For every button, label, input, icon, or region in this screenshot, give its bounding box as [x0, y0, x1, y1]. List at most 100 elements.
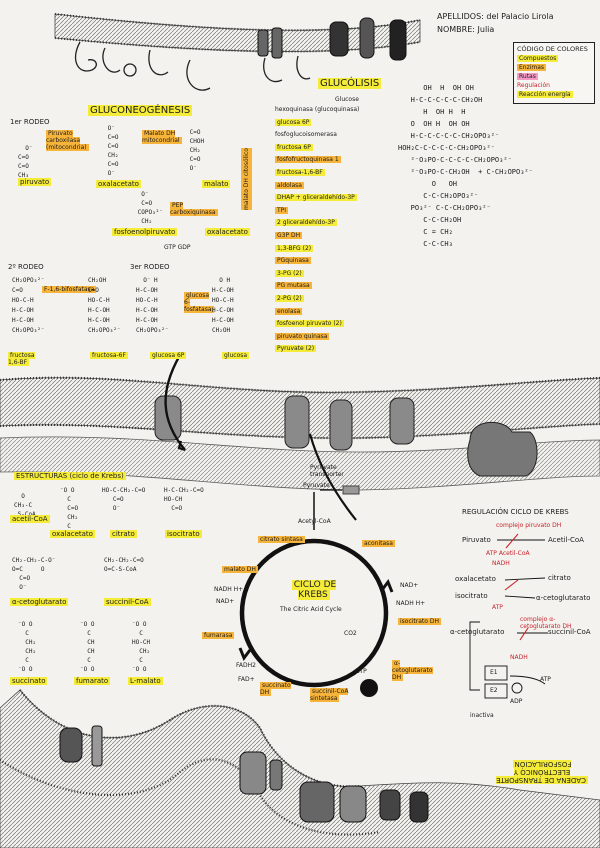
enzyme-succinato-dh: succinato DH	[260, 682, 291, 696]
legend-item-compuestos: Compuestos	[517, 55, 558, 62]
succinato-structure: ⁻O O C CH₂ CH₂ C ⁻O O	[18, 620, 36, 674]
glucolisis-step: 2-PG (2)	[275, 293, 415, 306]
glucosa-label: glucosa	[222, 352, 249, 359]
malato-dh-cito-label: malato DH citosólico	[241, 148, 252, 210]
g6p-label: glucosa 6P	[150, 352, 186, 359]
glucolisis-step: fructosa-1,6-BF	[275, 167, 415, 180]
enzyme-acetoglutarato-dh: α-cetoglutarato DH	[392, 660, 433, 681]
cofactor-fad: FAD+	[238, 676, 255, 683]
glucolisis-step: 3-PG (2)	[275, 268, 415, 281]
isocitrato-structure: H-C-CH₂-C=O HO-CH C=O	[164, 486, 204, 513]
acetyl-coa-label: Acetyl-CoA	[298, 518, 331, 525]
glucolisis-step: PG mutasa	[275, 280, 415, 293]
glucosa-structure: O H H-C-OH HO-C-H H-C-OH H-C-OH CH₂OH	[212, 276, 234, 336]
krebs-title: CICLO DE KREBS	[292, 580, 336, 600]
enzyme-succinil-coa-sintetasa: succinil-CoA sintetasa	[310, 688, 348, 702]
glucolisis-step: fructosa 6P	[275, 142, 415, 155]
enzyme-isocitrato-dh: isocitrato DH	[398, 618, 441, 625]
regulacion-isocitrato: isocitrato	[455, 592, 488, 600]
cofactor-fadh2: FADH2	[236, 662, 256, 669]
legend-title: CÓDIGO DE COLORES	[517, 45, 591, 54]
citrato-structure: HO-C-CH₂-C=O C=O O⁻	[102, 486, 145, 513]
cofactor-nadh-2: NADH H+	[214, 586, 243, 593]
acetoglutarato-structure: CH₂-CH₂-C-O⁻ O=C O C=O O⁻	[12, 556, 55, 592]
enzyme-aconitasa: aconitasa	[362, 540, 395, 547]
glucolisis-step: DHAP + gliceraldehído-3P	[275, 192, 415, 205]
g6p-structure: O⁻ H H-C-OH HO-C-H H-C-OH H-C-OH CH₂OPO₃…	[136, 276, 169, 336]
legend-item-rutas: Rutas	[517, 73, 538, 80]
malato-label: malato	[202, 180, 230, 188]
cofactor-nadh-1: NADH H+	[396, 600, 425, 607]
glucose-label: Glucose	[335, 96, 359, 103]
glucolisis-step: hexoquinasa (glucoquinasa)	[275, 104, 415, 117]
estructuras-item-5: succinil-CoA	[104, 598, 151, 606]
regulacion-complejo: complejo piruvato DH	[496, 522, 561, 529]
regulacion-nadh: NADH	[492, 560, 510, 567]
rodeo-3-label: 3er RODEO	[130, 263, 170, 271]
malato-dh-mito-label: Malato DH mitocondrial	[142, 130, 182, 144]
header-apellidos: APELLIDOS: del Palacio Lirola	[437, 12, 554, 21]
malato-structure: C=O CHOH CH₂ C=O O⁻	[186, 128, 204, 173]
estructuras-title: ESTRUCTURAS (ciclo de Krebs)	[14, 472, 126, 480]
regulacion-oxalacetato: oxalacetato	[455, 575, 496, 583]
piruvato-carboxilasa-label: Piruvato carboxilasa (mitocondria)	[46, 130, 89, 151]
glucolisis-step: enolasa	[275, 306, 415, 319]
oxalacetato-label: oxalacetato	[96, 180, 141, 188]
regulacion-e2: E2	[490, 687, 498, 694]
piruvato-structure: O⁻ C=O C=O CH₃	[18, 144, 32, 180]
estructuras-item-2: citrato	[110, 530, 137, 538]
glucolisis-steps: hexoquinasa (glucoquinasa)glucosa 6Pfosf…	[275, 104, 415, 356]
gtp-gdp-label: GTP GDP	[164, 244, 191, 251]
glucolisis-step: PGquinasa	[275, 255, 415, 268]
regulacion-succinil: succinil-CoA	[548, 628, 591, 636]
regulacion-piruvato: Piruvato	[462, 536, 491, 544]
estructuras-item-3: isocitrato	[165, 530, 202, 538]
regulacion-nadh-2: NADH	[510, 654, 528, 661]
krebs-subtitle: The Citric Acid Cycle	[280, 606, 342, 613]
glucolisis-step: G3P DH	[275, 230, 415, 243]
glucolisis-step: piruvato quinasa	[275, 331, 415, 344]
oxalacetato-structure: O⁻ C=O C=O CH₂ C=O O⁻	[104, 124, 118, 178]
cofactor-nad-1: NAD+	[400, 582, 418, 589]
enzyme-citrato-sintasa: citrato sintasa	[258, 536, 305, 543]
regulacion-title: REGULACIÓN CICLO DE KREBS	[462, 508, 569, 516]
regulacion-acetil: Acetil-CoA	[548, 536, 584, 544]
pyruvate-transporter-label: Pyruvate transporter	[310, 464, 360, 478]
rodeo-2-label: 2º RODEO	[8, 263, 44, 271]
pyruvate-label: Pyruvate	[303, 482, 330, 489]
cofactor-co2: CO2	[344, 630, 357, 637]
f16bp-label: fructosa 1,6-BF	[8, 352, 35, 366]
glucolisis-step: 1,3-BFG (2)	[275, 243, 415, 256]
header-nombre: NOMBRE: Julia	[437, 25, 494, 34]
regulacion-adp: ADP	[510, 698, 522, 705]
oxalacetato-2-label: oxalacetato	[205, 228, 250, 236]
glucolisis-step: TPI	[275, 205, 415, 218]
glucolisis-title: GLUCÓLISIS	[318, 78, 381, 89]
estructuras-item-8: L-malato	[128, 677, 163, 685]
enzyme-malato-dh: malato DH	[222, 566, 258, 573]
estructuras-item-4: α-cetoglutarato	[10, 598, 68, 606]
fumarato-structure: ⁻O O C CH CH C ⁻O O	[80, 620, 94, 674]
piruvato-label: piruvato	[18, 178, 51, 186]
legend-item-enzimas: Enzimas	[517, 64, 546, 71]
estructuras-item-6: succinato	[10, 677, 47, 685]
glycolysis-structures: OH H OH OH H-C-C-C-C-C-CH₂OH H OH H H O …	[398, 82, 533, 250]
rodeo-1-label: 1er RODEO	[10, 118, 50, 126]
glucolisis-step: fosfoglucoisomerasa	[275, 129, 415, 142]
regulacion-inactiva: inactiva	[470, 712, 494, 719]
regulacion-citrato: citrato	[548, 574, 571, 582]
fosfoenolpiruvato-label: fosfoenolpiruvato	[112, 228, 177, 236]
cadena-title: CADENA DE TRANSPORTE ELECTRÓNICO Y FOSFO…	[496, 760, 588, 784]
glucolisis-step: fosfoenol piruvato (2)	[275, 318, 415, 331]
succinil-coa-structure: CH₂-CH₂-C=O O=C-S-CoA	[104, 556, 144, 574]
regulacion-acetoglutarato-2: α-cetoglutarato	[450, 628, 504, 636]
pep-structure: O⁻ C=O COPO₃²⁻ CH₂	[134, 190, 163, 226]
f6p-label: fructosa-6F	[90, 352, 128, 359]
regulacion-atp-1: ATP	[492, 604, 503, 611]
enzyme-fumarasa: fumarasa	[202, 632, 234, 639]
cofactor-gtp: GTP	[355, 668, 367, 675]
malato-k-structure: ⁻O O C HO-CH CH₂ C ⁻O O	[132, 620, 150, 674]
regulacion-e1: E1	[490, 669, 498, 676]
estructuras-item-0: acetil-CoA	[10, 515, 50, 523]
glucolisis-step: Pyruvate (2)	[275, 343, 415, 356]
